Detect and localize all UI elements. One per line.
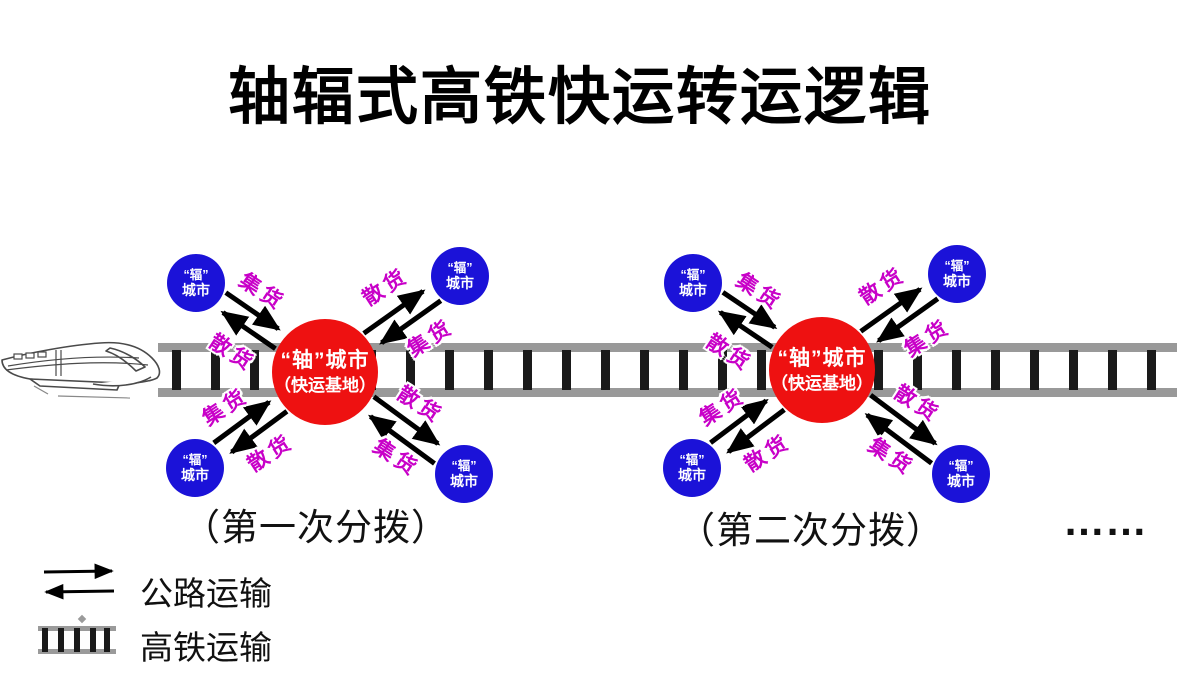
truck-flow-arrow [869, 393, 938, 446]
track-tie [1030, 350, 1039, 390]
spoke-city-circle-top-right: “辐”城市 [928, 245, 986, 303]
truck-flow-arrow [864, 412, 934, 466]
spoke-city-circle-top-left: “辐”城市 [664, 254, 722, 312]
spoke-city-label: “辐” [680, 267, 706, 282]
spoke-city-label: 城市 [943, 273, 971, 290]
hub-city-label: “轴”城市 [777, 347, 867, 371]
track-tie [250, 350, 259, 390]
hub-city-circle: “轴”城市（快运基地） [769, 317, 875, 423]
track-tie [874, 350, 883, 390]
spoke-city-label: 城市 [947, 473, 975, 490]
truck-flow-arrow [368, 414, 436, 466]
truck-flow-arrow [379, 298, 443, 345]
truck-flow-arrow [362, 289, 426, 336]
track-tie [952, 350, 961, 390]
track-tie [211, 350, 220, 390]
spoke-city-circle-bottom-right: “辐”城市 [932, 445, 990, 503]
truck-flow-arrow [726, 407, 786, 454]
track-tie [445, 350, 454, 390]
cluster-caption-second-sort: （第二次分拨） [678, 510, 944, 551]
hub-base-label: （快运基地） [771, 373, 873, 393]
spoke-city-label: 城市 [450, 473, 478, 490]
truck-flow-arrow [717, 310, 774, 350]
hub-base-label: （快运基地） [274, 375, 376, 395]
hub-city-label: “轴”城市 [280, 349, 370, 373]
track-tie [484, 350, 493, 390]
spoke-city-label: “辐” [944, 258, 970, 273]
track-tie [601, 350, 610, 390]
spoke-city-label: “辐” [948, 458, 974, 473]
spoke-city-circle-bottom-right: “辐”城市 [435, 445, 493, 503]
track-tie [718, 350, 727, 390]
truck-flow-arrow [709, 398, 769, 445]
spoke-city-label: 城市 [446, 275, 474, 292]
spoke-city-circle-bottom-left: “辐”城市 [663, 439, 721, 497]
track-tie [1069, 350, 1078, 390]
track-tie [1108, 350, 1117, 390]
spoke-city-label: “辐” [679, 452, 705, 467]
truck-flow-arrow [876, 296, 940, 343]
spoke-city-circle-top-left: “辐”城市 [167, 254, 225, 312]
track-tie [406, 350, 415, 390]
truck-flow-arrow [229, 409, 289, 455]
spoke-city-label: “辐” [451, 458, 477, 473]
track-tie [1147, 350, 1156, 390]
track-tie [913, 350, 922, 390]
track-tie [523, 350, 532, 390]
truck-flow-arrow [721, 290, 778, 330]
road-transport-arrows-icon [43, 563, 115, 600]
hub-city-circle: “轴”城市（快运基地） [272, 319, 378, 425]
cluster-caption-first-sort: （第一次分拨） [183, 507, 449, 548]
truck-flow-arrow [859, 287, 923, 334]
spoke-city-label: “辐” [183, 267, 209, 282]
rail-top [158, 343, 1177, 352]
spoke-city-label: 城市 [181, 467, 209, 484]
track-tie [679, 350, 688, 390]
truck-flow-arrow [212, 400, 272, 445]
track-tie [757, 350, 766, 390]
spoke-city-circle-bottom-left: “辐”城市 [166, 439, 224, 497]
track-tie [640, 350, 649, 390]
train-illustration [1, 341, 161, 399]
truck-flow-arrow [224, 290, 281, 331]
spoke-city-label: 城市 [182, 282, 210, 299]
spoke-city-label: 城市 [678, 467, 706, 484]
spoke-city-label: “辐” [182, 452, 208, 467]
spoke-city-label: “辐” [447, 260, 473, 275]
spoke-city-label: 城市 [679, 282, 707, 299]
rail-bottom [158, 388, 1177, 397]
page-title: 轴辐式高铁快运转运逻辑 [227, 64, 932, 132]
rail-transport-track-icon [38, 614, 116, 654]
ellipsis-more: …… [1063, 497, 1147, 544]
truck-flow-arrow [372, 394, 441, 446]
track-tie [991, 350, 1000, 390]
truck-flow-arrow [220, 310, 277, 351]
spoke-city-circle-top-right: “辐”城市 [431, 247, 489, 305]
track-tie [172, 350, 181, 390]
road-transport-label: 公路运输 [140, 575, 272, 612]
track-tie [562, 350, 571, 390]
rail-transport-label: 高铁运输 [140, 629, 272, 666]
